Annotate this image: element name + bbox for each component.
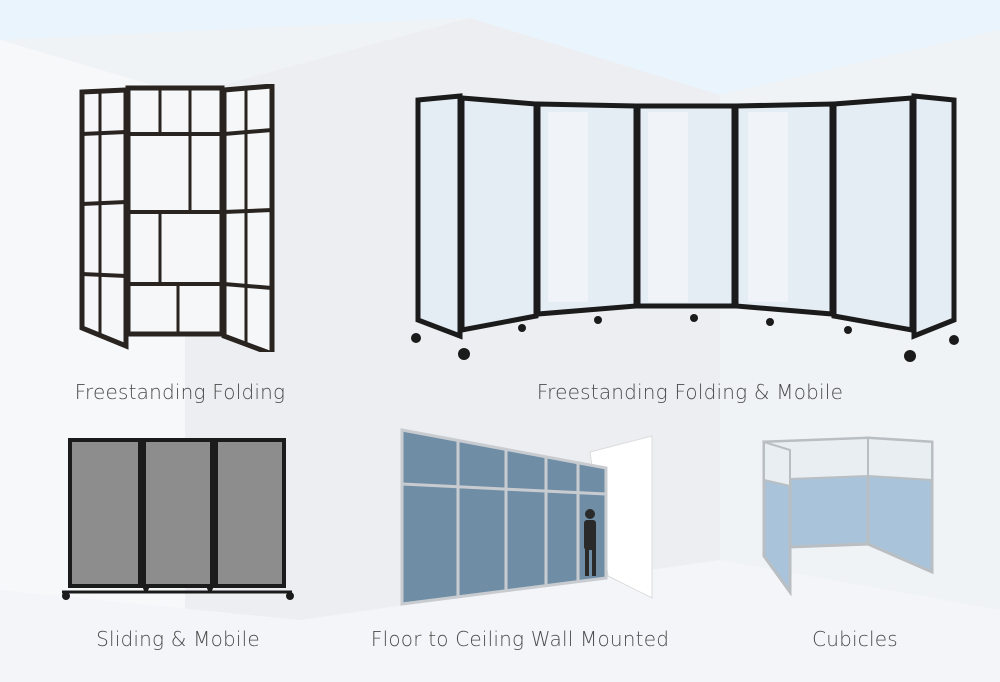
caption-cubicles: Cubicles — [812, 627, 898, 651]
caption-floor-to-ceiling-wall-mounted: Floor to Ceiling Wall Mounted — [370, 627, 670, 651]
caption-sliding-mobile: Sliding & Mobile — [96, 627, 260, 651]
freestanding-folding-mobile-image[interactable] — [408, 92, 960, 364]
caption-freestanding-folding: Freestanding Folding — [74, 380, 286, 404]
caption-freestanding-folding-mobile: Freestanding Folding & Mobile — [536, 380, 844, 404]
sliding-mobile-image[interactable] — [60, 436, 296, 602]
cubicles-image[interactable] — [756, 436, 936, 596]
floor-to-ceiling-wall-mounted-image[interactable] — [394, 428, 658, 610]
freestanding-folding-image[interactable] — [78, 84, 278, 352]
